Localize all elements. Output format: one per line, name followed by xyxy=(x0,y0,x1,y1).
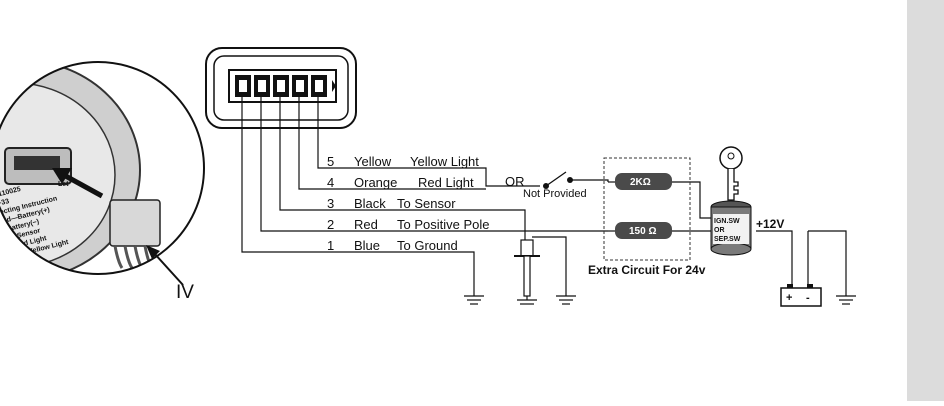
switch-label-3: SEP.SW xyxy=(714,236,741,243)
resistor-150 xyxy=(615,222,672,239)
inset-text-2: 0~33 xyxy=(0,198,10,209)
pin4-func: Red Light xyxy=(418,175,474,190)
not-provided-label: Not Provided xyxy=(523,188,587,200)
pin4-color: Orange xyxy=(354,175,397,190)
resistor-150-label: 150 Ω xyxy=(629,226,656,237)
pin5-color: Yellow xyxy=(354,154,392,169)
extra-circuit-box xyxy=(603,157,691,261)
pin-labels: 5 Yellow Yellow Light 4 Orange Red Light… xyxy=(327,154,490,253)
pin3-num: 3 xyxy=(327,196,334,211)
pin2-func: To Positive Pole xyxy=(397,217,490,232)
inset-text-3: Let xyxy=(58,181,69,188)
extra-circuit-label: Extra Circuit For 24v xyxy=(588,263,706,277)
battery-plus: + xyxy=(786,292,792,304)
ground-symbols xyxy=(464,295,856,305)
pin4-num: 4 xyxy=(327,175,334,190)
switch-label-2: OR xyxy=(714,227,725,234)
pin1-num: 1 xyxy=(327,238,334,253)
switch-label-1: IGN.SW xyxy=(714,218,740,225)
callout-label: IV xyxy=(176,282,194,303)
pin5-func: Yellow Light xyxy=(410,154,479,169)
pin3-func: To Sensor xyxy=(397,196,456,211)
or-label: OR xyxy=(505,174,525,189)
side-panel xyxy=(907,0,944,401)
pin1-color: Blue xyxy=(354,238,380,253)
pin3-color: Black xyxy=(354,196,386,211)
resistor-2k xyxy=(615,173,672,190)
wires xyxy=(241,97,847,296)
pin5-num: 5 xyxy=(327,154,334,169)
connector xyxy=(205,47,357,129)
battery: + - xyxy=(780,284,822,307)
pin2-color: Red xyxy=(354,217,378,232)
switch-contact-b xyxy=(567,177,573,183)
callout-arrow xyxy=(153,252,184,286)
key-icon xyxy=(719,146,743,201)
pin1-func: To Ground xyxy=(397,238,458,253)
battery-minus: - xyxy=(806,292,810,304)
inset-arrow xyxy=(60,171,104,199)
inset-text-10: UP xyxy=(8,261,19,270)
inset-circle: R 110025 0~33 necting Instruction Red—Ba… xyxy=(0,61,205,275)
pin2-num: 2 xyxy=(327,217,334,232)
resistor-2k-label: 2KΩ xyxy=(630,177,651,188)
switch-lever xyxy=(545,171,567,187)
supply-label: +12V xyxy=(756,217,784,231)
sensor xyxy=(514,239,540,300)
ignition-switch: IGN.SW OR SEP.SW xyxy=(710,200,752,256)
